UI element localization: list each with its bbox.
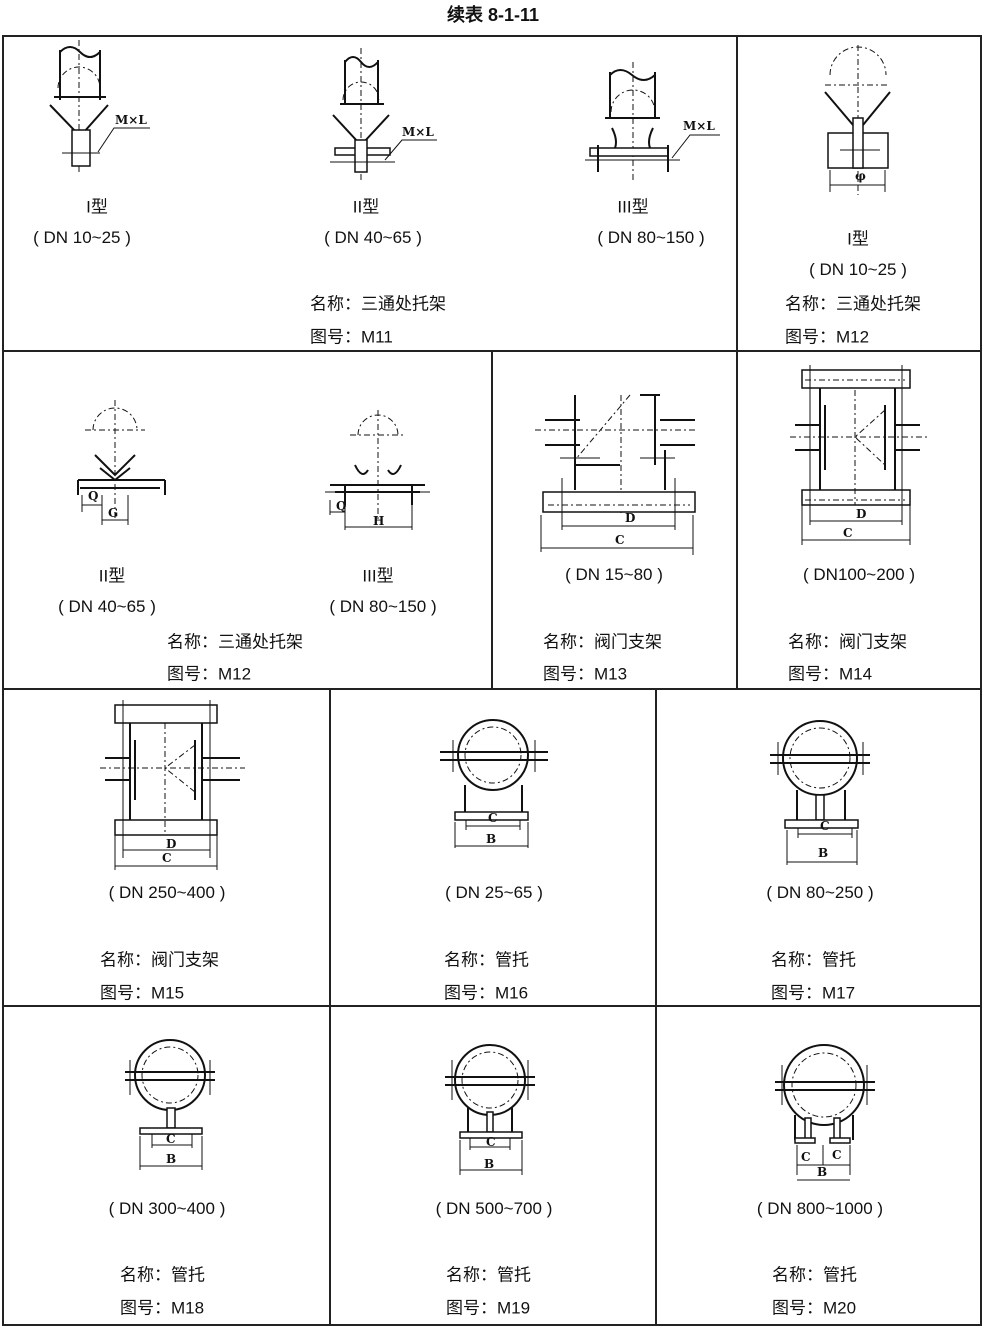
drawing-m17: C B (770, 720, 870, 865)
svg-text:M×L: M×L (402, 125, 434, 139)
svg-text:G: G (108, 506, 118, 520)
svg-text:C: C (166, 1132, 176, 1146)
drawing-number: 图号：M12 (785, 327, 870, 347)
drawing-m13: D C (535, 394, 697, 555)
dn-range: ( DN 250~400 ) (108, 883, 226, 902)
item-name: 名称：管托 (120, 1265, 205, 1285)
item-name: 名称：三通处托架 (167, 632, 303, 652)
svg-text:C: C (615, 533, 625, 547)
drawing-m19: C B (445, 1044, 535, 1175)
drawing-number: 图号：M20 (772, 1298, 857, 1318)
dn-range: ( DN 10~25 ) (809, 260, 907, 279)
dn-range: ( DN 500~700 ) (435, 1199, 553, 1218)
drawing-m12-type-iii: Q H (325, 410, 430, 530)
svg-text:H: H (373, 514, 384, 528)
svg-text:B: B (817, 1165, 827, 1179)
svg-text:C: C (162, 851, 172, 865)
drawing-m14: D C (790, 365, 930, 545)
type-label: I型 (86, 197, 108, 217)
drawing-number: 图号：M18 (120, 1298, 205, 1318)
type-label: III型 (362, 566, 394, 586)
type-label: III型 (617, 197, 649, 217)
dn-range: ( DN 10~25 ) (33, 228, 131, 247)
drawing-number: 图号：M16 (444, 983, 529, 1003)
drawing-m11-type-ii: M×L (330, 48, 437, 180)
drawing-number: 图号：M17 (771, 983, 856, 1003)
svg-text:B: B (486, 832, 496, 846)
svg-text:Q: Q (88, 489, 98, 503)
drawing-number: 图号：M14 (788, 664, 873, 684)
drawing-number: 图号：M12 (167, 664, 252, 684)
svg-text:M×L: M×L (683, 119, 715, 133)
svg-text:D: D (625, 511, 635, 525)
item-name: 名称：管托 (446, 1265, 531, 1285)
drawing-m15: D C (100, 700, 245, 870)
type-label: I型 (847, 229, 869, 249)
drawing-number: 图号：M13 (543, 664, 628, 684)
dn-range: ( DN 40~65 ) (58, 597, 156, 616)
svg-text:D: D (166, 837, 176, 851)
svg-text:C: C (843, 526, 853, 540)
svg-text:C: C (488, 811, 498, 825)
drawing-m20: C C B (775, 1044, 875, 1181)
svg-text:C: C (486, 1135, 496, 1149)
type-label: II型 (352, 197, 380, 217)
drawing-m16: C B (440, 719, 548, 848)
svg-text:C: C (801, 1150, 811, 1164)
item-name: 名称：三通处托架 (310, 294, 446, 314)
item-name: 名称：阀门支架 (543, 632, 662, 652)
dn-range: ( DN 800~1000 ) (756, 1199, 884, 1218)
item-name: 名称：管托 (772, 1265, 857, 1285)
item-name: 名称：管托 (444, 950, 529, 970)
svg-text:φ: φ (855, 169, 866, 183)
svg-text:Q: Q (336, 499, 346, 513)
svg-text:M×L: M×L (115, 113, 147, 127)
drawing-number: 图号：M11 (310, 327, 393, 347)
item-name: 名称：管托 (771, 950, 856, 970)
dn-range: ( DN 25~65 ) (445, 883, 543, 902)
drawing-m12-type-ii: Q G (77, 400, 166, 525)
drawing-number: 图号：M19 (446, 1298, 531, 1318)
item-name: 名称：阀门支架 (100, 950, 219, 970)
dn-range: ( DN 15~80 ) (565, 565, 663, 584)
drawing-m11-type-i: M×L (49, 40, 150, 175)
svg-text:B: B (166, 1152, 176, 1166)
svg-text:D: D (856, 507, 866, 521)
dn-range: ( DN 80~150 ) (597, 228, 705, 247)
svg-text:B: B (818, 846, 828, 860)
item-name: 名称：三通处托架 (785, 294, 921, 314)
table-title: 续表 8-1-11 (446, 5, 540, 25)
dn-range: ( DN100~200 ) (803, 565, 915, 584)
drawing-m18: C B (125, 1039, 215, 1170)
dn-range: ( DN 80~150 ) (329, 597, 437, 616)
dn-range: ( DN 80~250 ) (766, 883, 874, 902)
svg-text:C: C (820, 819, 830, 833)
svg-text:B: B (484, 1157, 494, 1171)
drawing-m11-type-iii: M×L (585, 62, 720, 180)
drawing-m12-type-i: φ (824, 45, 891, 195)
svg-text:C: C (832, 1148, 842, 1162)
dn-range: ( DN 300~400 ) (108, 1199, 226, 1218)
drawing-number: 图号：M15 (100, 983, 185, 1003)
type-label: II型 (98, 566, 126, 586)
item-name: 名称：阀门支架 (788, 632, 907, 652)
dn-range: ( DN 40~65 ) (324, 228, 422, 247)
